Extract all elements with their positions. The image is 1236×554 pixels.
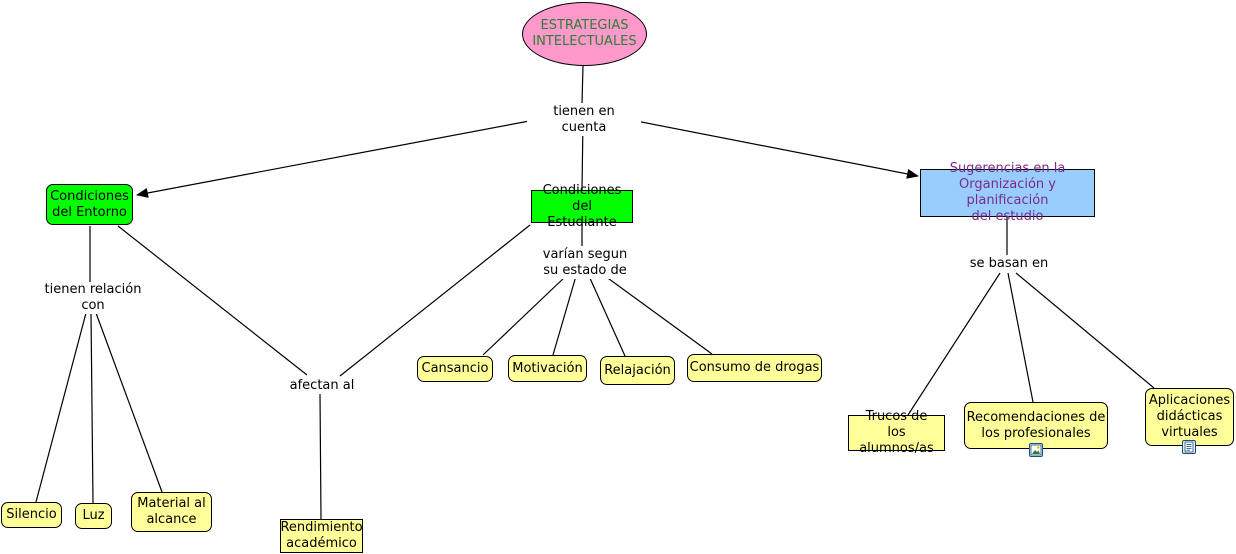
- concept-relajacion[interactable]: Relajación: [600, 356, 675, 385]
- link-phrase-root: tienen en cuenta: [527, 104, 641, 136]
- concept-trucos[interactable]: Trucos de los alumnos/as: [848, 409, 945, 456]
- image-glyph: [1030, 444, 1042, 456]
- document-glyph: [1184, 441, 1194, 453]
- concept-rendimiento[interactable]: Rendimiento académico: [280, 519, 363, 553]
- concept-recomendaciones[interactable]: Recomendaciones de los profesionales: [964, 402, 1108, 449]
- concept-aplicaciones[interactable]: Aplicaciones didácticas virtuales: [1145, 388, 1234, 446]
- document-resource-icon[interactable]: [1182, 440, 1196, 454]
- concept-silencio[interactable]: Silencio: [1, 502, 62, 528]
- root-concept[interactable]: ESTRATEGIAS INTELECTUALES: [522, 2, 647, 66]
- concept-cansancio[interactable]: Cansancio: [417, 356, 493, 382]
- concept-condiciones-entorno[interactable]: Condiciones del Entorno: [46, 184, 133, 225]
- link-phrase-entorno: tienen relación con: [40, 282, 146, 314]
- concept-material[interactable]: Material al alcance: [131, 492, 212, 532]
- concept-motivacion[interactable]: Motivación: [508, 355, 587, 382]
- concept-drogas[interactable]: Consumo de drogas: [687, 354, 822, 382]
- concept-condiciones-estudiante[interactable]: Condiciones del Estudiante: [531, 183, 633, 230]
- concept-luz[interactable]: Luz: [75, 503, 112, 529]
- image-resource-icon[interactable]: [1029, 443, 1043, 457]
- link-phrase-basan: se basan en: [962, 256, 1056, 272]
- link-phrase-afectan: afectan al: [280, 378, 364, 394]
- concept-sugerencias[interactable]: Sugerencias en la Organización y planifi…: [920, 161, 1095, 224]
- link-phrase-varian: varían segun su estado de: [532, 247, 638, 279]
